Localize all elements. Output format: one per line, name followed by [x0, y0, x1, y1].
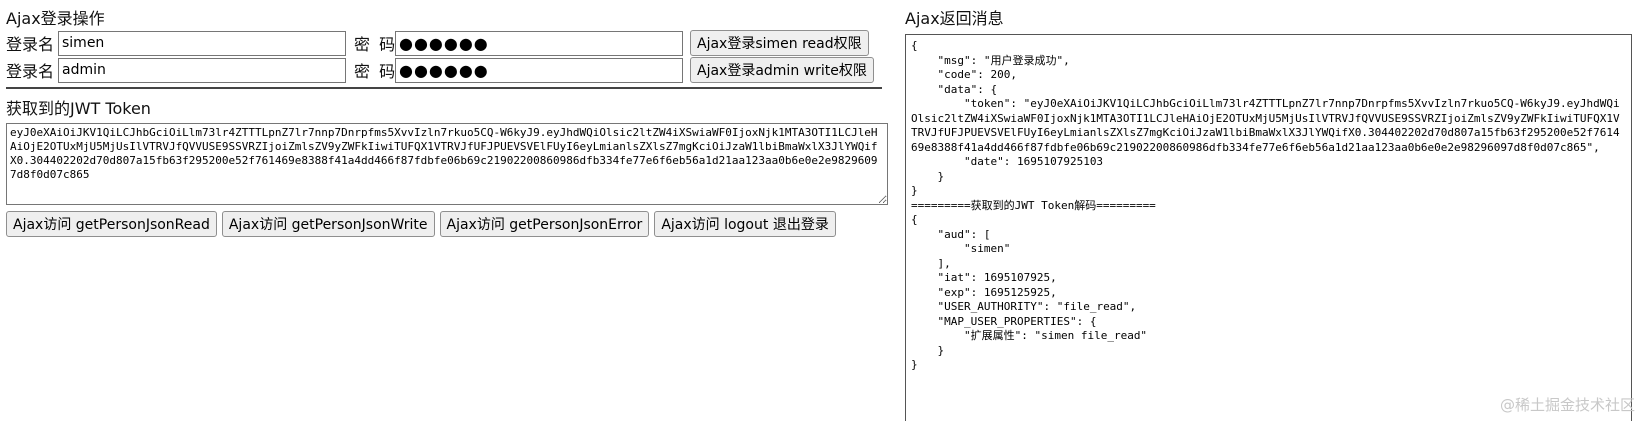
username-input-admin[interactable]	[58, 57, 346, 83]
login-row-simen: 登录名 密 码 Ajax登录simen read权限	[6, 30, 894, 56]
password-input-simen[interactable]	[395, 30, 683, 56]
login-section-title: Ajax登录操作	[6, 9, 105, 28]
get-person-read-button[interactable]: Ajax访问 getPersonJsonRead	[6, 211, 217, 237]
login-admin-button[interactable]: Ajax登录admin write权限	[690, 57, 874, 83]
password-input-admin[interactable]	[395, 57, 683, 83]
logout-button[interactable]: Ajax访问 logout 退出登录	[654, 211, 836, 237]
token-section-title: 获取到的JWT Token	[6, 99, 151, 118]
password-label: 密 码	[354, 35, 398, 54]
response-panel-title: Ajax返回消息	[905, 9, 1004, 28]
password-label: 密 码	[354, 62, 398, 81]
login-row-admin: 登录名 密 码 Ajax登录admin write权限	[6, 57, 894, 83]
right-column: Ajax返回消息 { "msg": "用户登录成功", "code": 200,…	[905, 8, 1632, 421]
watermark: @稀土掘金技术社区	[1499, 396, 1635, 414]
login-simen-button[interactable]: Ajax登录simen read权限	[690, 30, 869, 56]
action-buttons: Ajax访问 getPersonJsonRead Ajax访问 getPerso…	[6, 211, 894, 237]
response-message-box[interactable]: { "msg": "用户登录成功", "code": 200, "data": …	[905, 34, 1632, 421]
username-label: 登录名	[6, 62, 55, 81]
get-person-error-button[interactable]: Ajax访问 getPersonJsonError	[439, 211, 650, 237]
username-input-simen[interactable]	[58, 30, 346, 56]
token-textarea[interactable]: eyJ0eXAiOiJKV1QiLCJhbGciOiLlm73lr4ZTTTLp…	[6, 123, 888, 205]
left-column: Ajax登录操作 登录名 密 码 Ajax登录simen read权限 登录名 …	[6, 8, 894, 237]
divider	[6, 87, 882, 89]
username-label: 登录名	[6, 35, 55, 54]
get-person-write-button[interactable]: Ajax访问 getPersonJsonWrite	[221, 211, 435, 237]
